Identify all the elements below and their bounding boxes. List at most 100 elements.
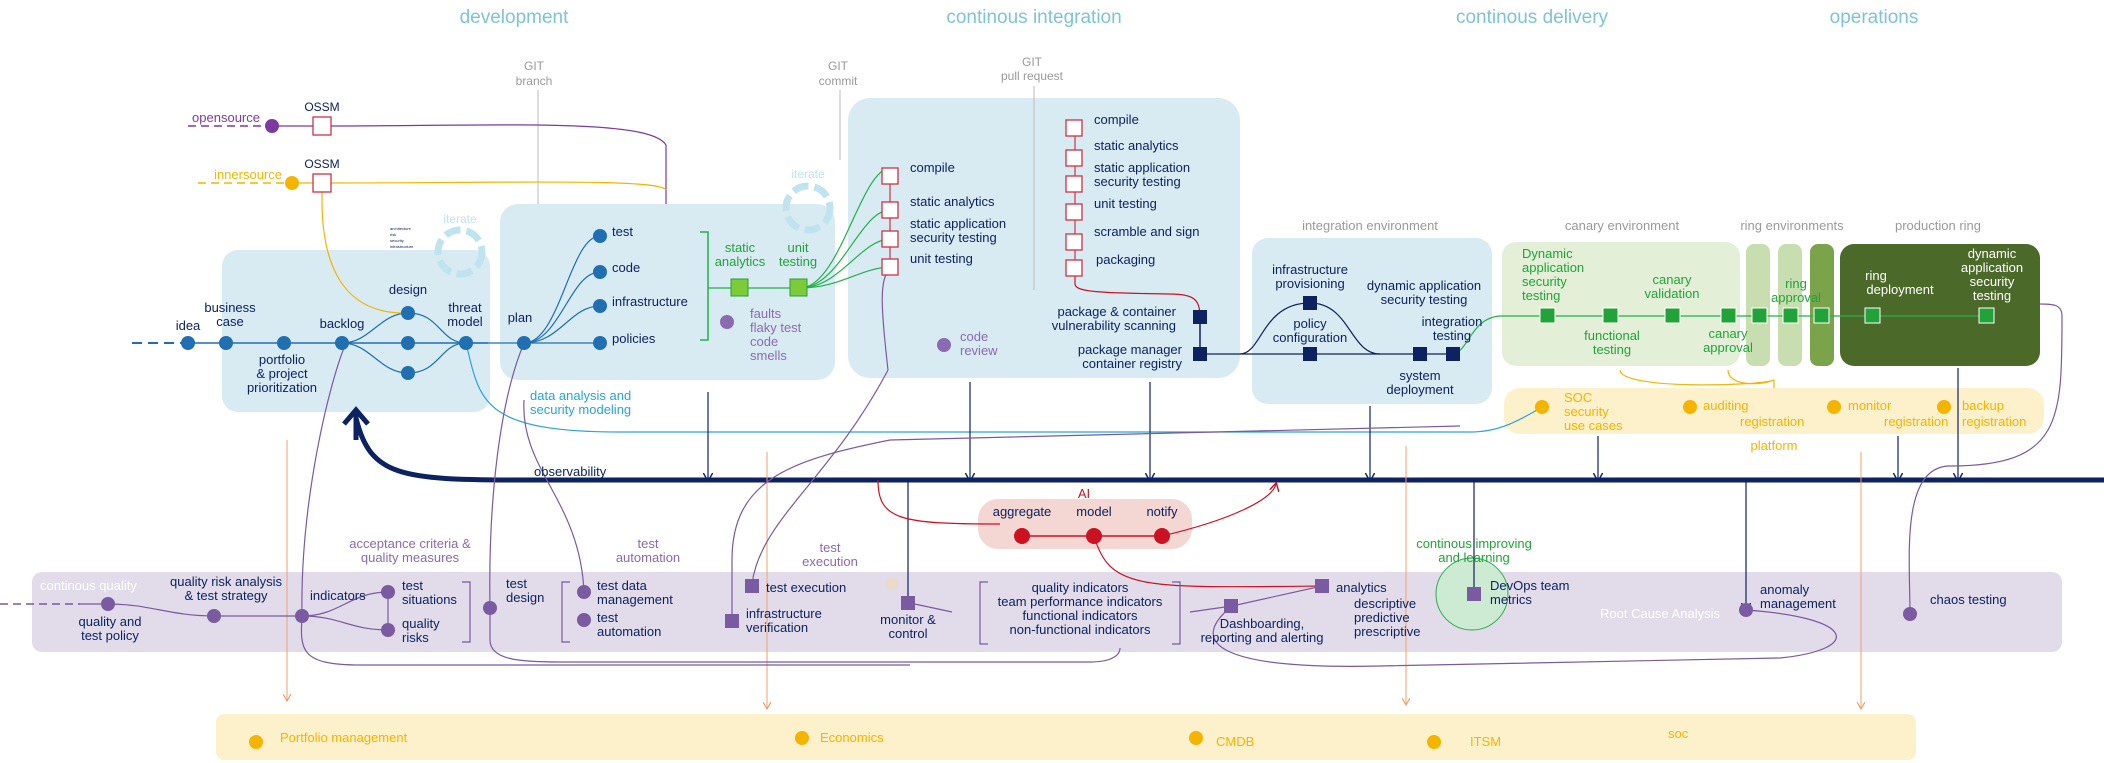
- ring-node: [1813, 307, 1830, 324]
- svg-text:flaky test: flaky test: [750, 320, 802, 335]
- infrastructure-node: [593, 299, 607, 313]
- iterate-icon: [434, 226, 486, 278]
- background-panels: [32, 98, 2062, 760]
- policies-label: policies: [612, 331, 656, 346]
- business-case-label: case: [216, 314, 243, 329]
- design-node: [401, 336, 415, 350]
- quality-risks-label: risks: [402, 630, 429, 645]
- canary-dast-label: testing: [1522, 288, 1560, 303]
- continuous-improving-label: and learning: [1438, 550, 1510, 565]
- devops-metrics-label: metrics: [1490, 592, 1532, 607]
- portfolio-label: portfolio: [259, 352, 305, 367]
- svg-text:smells: smells: [750, 348, 787, 363]
- threat-model-label: model: [447, 314, 483, 329]
- ci-left-static: static analytics: [910, 194, 995, 209]
- ci-right-unit: unit testing: [1094, 196, 1157, 211]
- test-label: test: [612, 224, 633, 239]
- innersource-dot: [285, 176, 299, 190]
- ci-right-compile: compile: [1094, 112, 1139, 127]
- ai-group: AI aggregate model notify: [993, 486, 1178, 544]
- iterate-label-2: iterate: [791, 167, 825, 181]
- test-situations-label: situations: [402, 592, 457, 607]
- ci-right-node: [1065, 233, 1083, 251]
- ci-left-node: [881, 201, 899, 219]
- analytics-type: descriptive: [1354, 596, 1416, 611]
- devops-metrics-node: [1467, 587, 1481, 601]
- canary-validation-label: canary: [1652, 272, 1692, 287]
- soc-label: SOC: [1564, 390, 1592, 405]
- notify-label: notify: [1146, 504, 1178, 519]
- anomaly-label: management: [1760, 596, 1836, 611]
- functional-testing-node: [1602, 307, 1619, 324]
- portfolio-node: [277, 336, 291, 350]
- design-tiny-text: architecture risk security infrastructur…: [390, 226, 414, 249]
- ci-right-node: [1065, 175, 1083, 193]
- unit-testing-label: unit: [788, 240, 809, 255]
- ci-left-node: [881, 167, 899, 185]
- portfolio-mgmt-dot: [249, 735, 263, 749]
- opensource-dot: [265, 119, 279, 133]
- production-ring-title: production ring: [1895, 218, 1981, 233]
- test-data-label: test data: [597, 578, 648, 593]
- design-node: [401, 306, 415, 320]
- canary-dast-label: application: [1522, 260, 1584, 275]
- ci-left-sast: security testing: [910, 230, 997, 245]
- package-scan-label: vulnerability scanning: [1052, 318, 1176, 333]
- analytics-node: [1315, 579, 1329, 593]
- quality-policy-label: test policy: [81, 628, 139, 643]
- ci-left-compile: compile: [910, 160, 955, 175]
- indicator-list-item: team performance indicators: [998, 594, 1163, 609]
- monitor-control-label: control: [888, 626, 927, 641]
- static-analytics-label: static: [725, 240, 756, 255]
- platform: SOC security use cases auditing registra…: [1535, 390, 2026, 453]
- ci-right-sast: security testing: [1094, 174, 1181, 189]
- soc-label: security: [1564, 404, 1609, 419]
- faults-dot: [720, 315, 734, 329]
- code-label: code: [612, 260, 640, 275]
- threat-model-node: [459, 336, 473, 350]
- quality-risks-label: quality: [402, 616, 440, 631]
- prod-dast-label: security: [1970, 274, 2015, 289]
- ossm-node: [312, 116, 332, 136]
- int-dast-label: dynamic application: [1367, 278, 1481, 293]
- git-branch-label-1: GIT: [524, 59, 545, 73]
- phase-continuous-delivery: continous delivery: [1456, 7, 1609, 28]
- test-execution-label: test execution: [766, 580, 846, 595]
- root-cause-label: Root Cause Analysis: [1600, 606, 1720, 621]
- prod-dast-label: dynamic: [1968, 246, 2017, 261]
- infra-verification-label: verification: [746, 620, 808, 635]
- int-dast-label: security testing: [1381, 292, 1468, 307]
- risk-analysis-node: [207, 609, 221, 623]
- plan-label: plan: [508, 310, 533, 325]
- test-design-label: design: [506, 590, 544, 605]
- ossm-node: [312, 173, 332, 193]
- platform-dot: [1937, 400, 1951, 414]
- monitor-control-label: monitor &: [880, 612, 936, 627]
- platform-dot: [1827, 400, 1841, 414]
- anomaly-label: anomaly: [1760, 582, 1810, 597]
- test-automation-label: test: [597, 610, 618, 625]
- policy-configuration-label: policy: [1293, 316, 1327, 331]
- infra-verification-label: infrastructure: [746, 606, 822, 621]
- continuous-quality-label: continous quality: [40, 578, 137, 593]
- integration-env-title: integration environment: [1302, 218, 1438, 233]
- canary-env-title: canary environment: [1565, 218, 1680, 233]
- iterate-label-1: iterate: [443, 212, 477, 226]
- risk-analysis-label: quality risk analysis: [170, 574, 282, 589]
- chaos-label: chaos testing: [1930, 592, 2007, 607]
- quality-policy-label: quality and: [79, 614, 142, 629]
- canary-dast-label: security: [1522, 274, 1567, 289]
- prod-dast-label: application: [1961, 260, 2023, 275]
- plan-node: [517, 336, 531, 350]
- test-automation-node: [577, 613, 591, 627]
- system-deployment-label: deployment: [1386, 382, 1454, 397]
- svg-text:security: security: [390, 238, 404, 243]
- ci-right-node: [1065, 119, 1083, 137]
- infra-verification-node: [725, 614, 739, 628]
- ci-left-sast: static application: [910, 216, 1006, 231]
- ci-right-scramble: scramble and sign: [1094, 224, 1200, 239]
- infra-provisioning-label: provisioning: [1275, 276, 1344, 291]
- dashboarding-label: reporting and alerting: [1201, 630, 1324, 645]
- bottom-lane: Portfolio management Economics CMDB ITSM…: [249, 726, 1689, 749]
- backup-label: registration: [1962, 414, 2026, 429]
